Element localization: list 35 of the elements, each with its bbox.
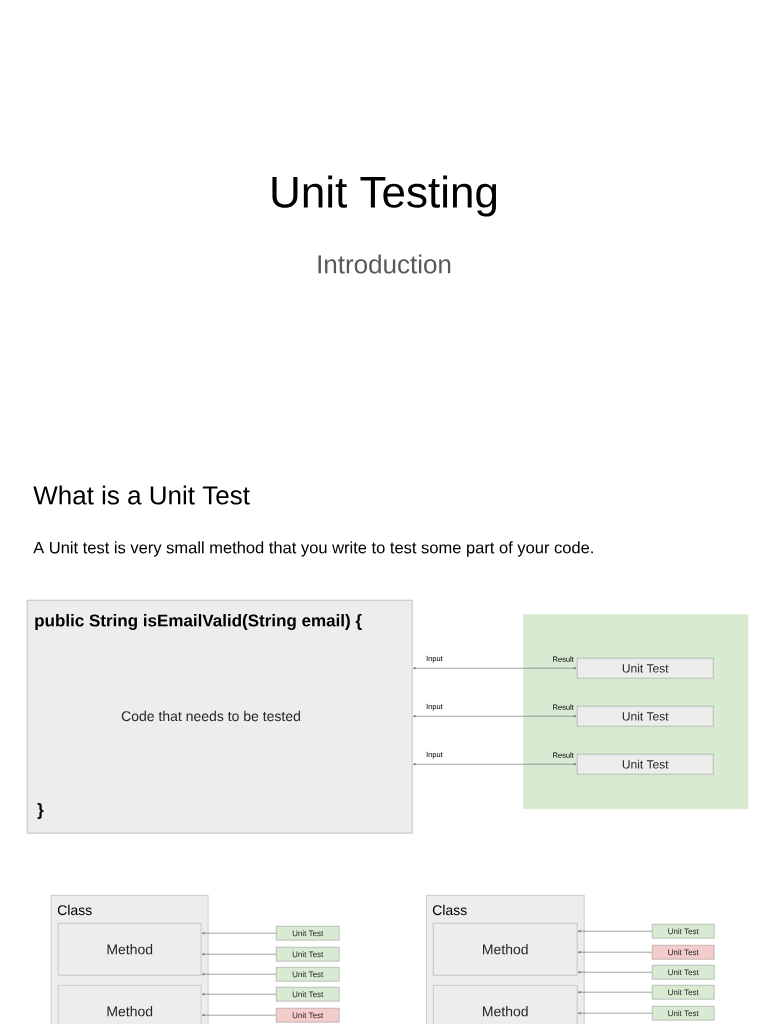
arrow [201,932,277,935]
arrow [412,715,577,718]
arrow [577,930,653,933]
arrow [201,953,277,956]
unit-test-box: Unit Test [276,1008,340,1023]
section-heading: What is a Unit Test [33,485,250,505]
title: Unit Testing [272,175,497,217]
unit-test-box: Unit Test [652,1006,715,1021]
method-box: Method [433,923,578,976]
body-text: A Unit test is very small method that you write to test some part of your code. [33,541,593,557]
subtitle: Introduction [318,254,451,274]
unit-test-box: Unit Test [652,924,715,939]
unit-test-box: Unit Test [577,706,714,727]
arrow [412,667,577,670]
method-box: Method [58,985,202,1024]
unit-test-box: Unit Test [276,947,340,962]
unit-test-box: Unit Test [652,965,715,980]
unit-test-box: Unit Test [652,985,715,1000]
unit-test-box: Unit Test [276,987,340,1002]
unit-test-box: Unit Test [276,926,340,941]
unit-test-box: Unit Test [276,967,340,982]
code-box: public String isEmailValid(String email) { Code that needs to be tested } [27,600,413,834]
arrow [577,971,653,974]
arrow [577,951,653,954]
method-box: Method [433,985,578,1024]
arrow [577,991,653,994]
method-box: Method [58,923,202,976]
arrow [577,1012,653,1015]
arrow [412,763,577,766]
arrow [201,973,277,976]
arrow [201,1014,277,1017]
unit-test-box: Unit Test [577,754,714,775]
unit-test-box: Unit Test [652,945,715,960]
unit-test-box: Unit Test [577,658,714,679]
arrow [201,993,277,996]
